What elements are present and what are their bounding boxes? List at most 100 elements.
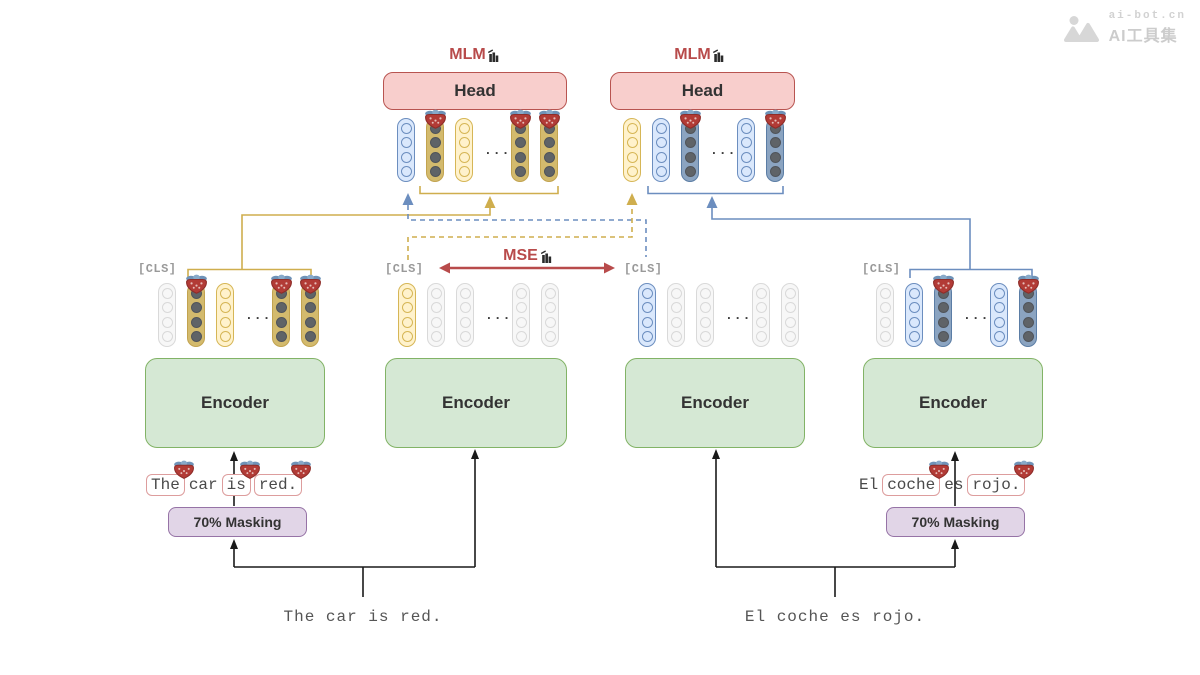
token-circle bbox=[219, 302, 231, 314]
token-circle bbox=[430, 331, 442, 343]
token-circle bbox=[937, 302, 949, 314]
token-column-yellow bbox=[398, 283, 416, 347]
token-circle bbox=[1022, 302, 1034, 314]
masked-word: is bbox=[221, 460, 260, 496]
token-circle bbox=[879, 316, 891, 328]
encoder2-output-row: ... bbox=[398, 283, 559, 347]
strawberry-icon bbox=[186, 274, 207, 294]
token-circle bbox=[543, 137, 555, 149]
token-circle bbox=[515, 316, 527, 328]
token-column-gray bbox=[876, 283, 894, 347]
bar-chart-icon bbox=[540, 249, 551, 263]
token-circle bbox=[458, 122, 470, 134]
token-circle bbox=[993, 302, 1005, 314]
token-circle bbox=[626, 122, 638, 134]
token-column-masked-blue bbox=[680, 109, 701, 182]
token-circle bbox=[655, 122, 667, 134]
token-circle bbox=[400, 137, 412, 149]
word: es bbox=[944, 476, 964, 494]
token-circle bbox=[458, 151, 470, 163]
token-circle bbox=[430, 287, 442, 299]
token-column-blue bbox=[638, 283, 656, 347]
token-circle bbox=[515, 331, 527, 343]
token-circle bbox=[626, 166, 638, 178]
token-circle bbox=[304, 302, 316, 314]
token-column-masked-yellow bbox=[300, 274, 321, 347]
ellipsis: ... bbox=[710, 142, 737, 158]
encoder-box-2: Encoder bbox=[385, 358, 567, 448]
token-circle bbox=[755, 331, 767, 343]
token-circle bbox=[626, 151, 638, 163]
token-circle bbox=[740, 151, 752, 163]
token-circle bbox=[908, 287, 920, 299]
strawberry-icon bbox=[539, 109, 560, 129]
token-column-blue bbox=[397, 118, 415, 182]
token-circle bbox=[784, 331, 796, 343]
token-circle bbox=[879, 287, 891, 299]
masked-word: rojo. bbox=[967, 460, 1035, 496]
mlm-label-right: MLM bbox=[674, 46, 725, 64]
strawberry-icon bbox=[271, 274, 292, 294]
masking-box-right: 70% Masking bbox=[886, 507, 1025, 537]
token-circle bbox=[755, 302, 767, 314]
token-circle bbox=[699, 287, 711, 299]
strawberry-icon bbox=[929, 460, 950, 479]
token-circle bbox=[908, 302, 920, 314]
token-circle bbox=[655, 137, 667, 149]
token-column-gray bbox=[427, 283, 445, 347]
token-circle bbox=[459, 302, 471, 314]
strawberry-icon bbox=[1014, 460, 1035, 479]
token-circle bbox=[670, 331, 682, 343]
token-circle bbox=[740, 122, 752, 134]
token-circle bbox=[655, 151, 667, 163]
token-circle bbox=[740, 137, 752, 149]
ellipsis: ... bbox=[963, 307, 990, 323]
token-circle bbox=[740, 166, 752, 178]
ellipsis: ... bbox=[485, 307, 512, 323]
strawberry-icon bbox=[933, 274, 954, 294]
token-column-blue bbox=[652, 118, 670, 182]
token-circle bbox=[699, 302, 711, 314]
token-circle bbox=[161, 331, 173, 343]
head-right-token-row: ... bbox=[623, 109, 786, 182]
head-label: Head bbox=[454, 81, 496, 100]
encoder4-output-row: ... bbox=[876, 274, 1039, 347]
strawberry-icon bbox=[765, 109, 786, 129]
token-circle bbox=[401, 287, 413, 299]
token-circle bbox=[219, 331, 231, 343]
token-circle bbox=[190, 331, 202, 343]
token-circle bbox=[784, 316, 796, 328]
token-circle bbox=[458, 137, 470, 149]
token-circle bbox=[908, 316, 920, 328]
token-circle bbox=[401, 316, 413, 328]
masked-word: red. bbox=[253, 460, 312, 496]
mlm-text: MLM bbox=[674, 46, 711, 63]
bar-chart-icon bbox=[488, 48, 499, 62]
token-circle bbox=[430, 316, 442, 328]
cls-label-encoder3: [CLS] bbox=[624, 262, 663, 276]
token-circle bbox=[430, 302, 442, 314]
token-column-masked-yellow bbox=[425, 109, 446, 182]
token-circle bbox=[514, 137, 526, 149]
token-circle bbox=[400, 151, 412, 163]
token-circle bbox=[514, 166, 526, 178]
token-circle bbox=[641, 302, 653, 314]
token-circle bbox=[937, 331, 949, 343]
token-circle bbox=[544, 302, 556, 314]
token-column-gray bbox=[696, 283, 714, 347]
cls-label-encoder2: [CLS] bbox=[385, 262, 424, 276]
token-circle bbox=[544, 316, 556, 328]
token-column-masked-yellow bbox=[271, 274, 292, 347]
strawberry-icon bbox=[291, 460, 312, 479]
token-circle bbox=[699, 316, 711, 328]
input-sentence-spanish: El coche es rojo. bbox=[744, 608, 926, 626]
masked-word: The bbox=[146, 460, 194, 496]
encoder3-output-row: ... bbox=[638, 283, 799, 347]
encoder-box-3: Encoder bbox=[625, 358, 805, 448]
token-circle bbox=[161, 302, 173, 314]
strawberry-icon bbox=[510, 109, 531, 129]
token-column-masked-yellow bbox=[539, 109, 560, 182]
input-sentence-english: The car is red. bbox=[283, 608, 443, 626]
